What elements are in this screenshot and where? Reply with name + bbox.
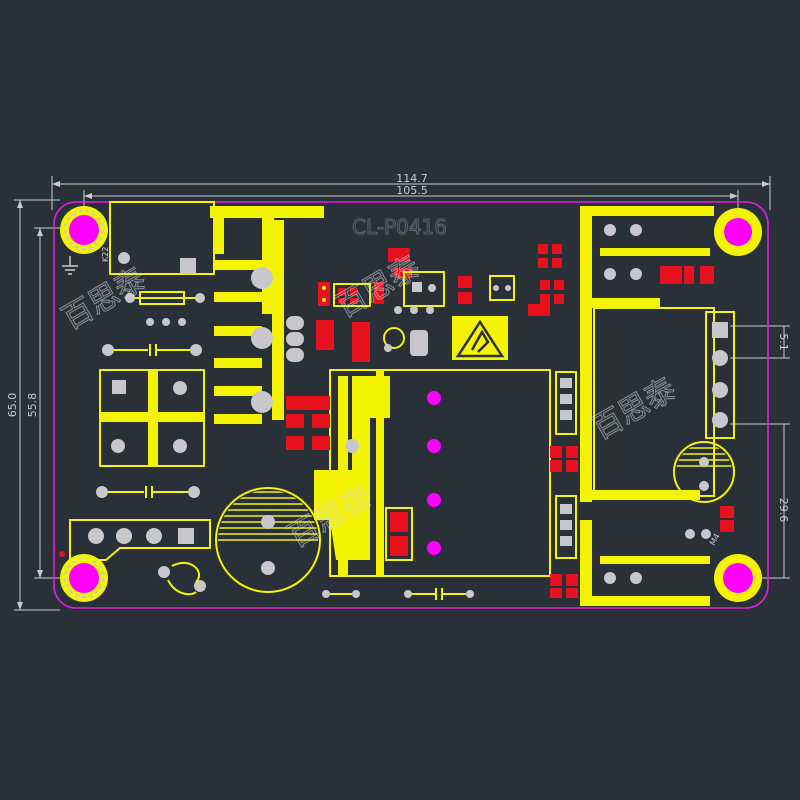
mosfet-pins (345, 391, 441, 555)
heatsink-copper (314, 376, 390, 576)
dimension-arrows (17, 181, 770, 610)
bulk-capacitor (215, 487, 321, 593)
watermark-1: 百思泰 (57, 262, 152, 337)
board-label: CL-P0416 (352, 215, 447, 239)
overall-height-label: 65.0 (6, 393, 19, 418)
output-connector-right (705, 311, 735, 439)
mounting-hole-top-left (60, 206, 108, 254)
left-silk-lines (108, 344, 190, 498)
inner-height-label: 55.8 (26, 393, 39, 418)
right-top-spacing-label: 5.1 (777, 333, 790, 351)
bottom-row-components (322, 588, 474, 600)
watermark-3: 百思泰 (587, 372, 682, 447)
inner-width-label: 105.5 (396, 184, 428, 197)
right-diodes (555, 371, 577, 559)
mounting-hole-top-right (714, 208, 762, 256)
input-connector (109, 201, 215, 275)
hole-label-top-left: K22 (101, 247, 110, 262)
left-passives (96, 318, 202, 498)
inductor-coil (158, 561, 206, 596)
mounting-hole-bottom-right (714, 554, 762, 602)
transformer-pins (251, 267, 304, 413)
right-red-pads (550, 266, 734, 598)
centre-bottom-caps (385, 507, 413, 561)
overall-width-label: 114.7 (396, 172, 428, 185)
bridge-rectifier (99, 369, 205, 467)
esd-warning-icon (452, 316, 508, 360)
board-outline (53, 201, 769, 609)
watermark-2: 百思泰 (331, 250, 426, 325)
mounting-hole-bottom-left (60, 554, 108, 602)
smd-pads-left (286, 396, 330, 450)
right-grey-pads (604, 224, 711, 584)
ground-icon (62, 256, 78, 275)
right-transformer-outline (593, 307, 715, 497)
copper-traces-left (210, 206, 324, 424)
output-connector-bottom-left (59, 519, 211, 561)
dimension-lines (14, 176, 790, 611)
top-centre-components (318, 248, 515, 307)
right-bottom-spacing-label: 29.6 (777, 498, 790, 523)
output-capacitor (673, 441, 735, 503)
mosfet-divider (376, 370, 384, 576)
mosfet-outline (329, 369, 551, 577)
fuse (125, 291, 205, 305)
small-caps-centre (316, 306, 434, 362)
red-smd-top-right (528, 244, 564, 316)
